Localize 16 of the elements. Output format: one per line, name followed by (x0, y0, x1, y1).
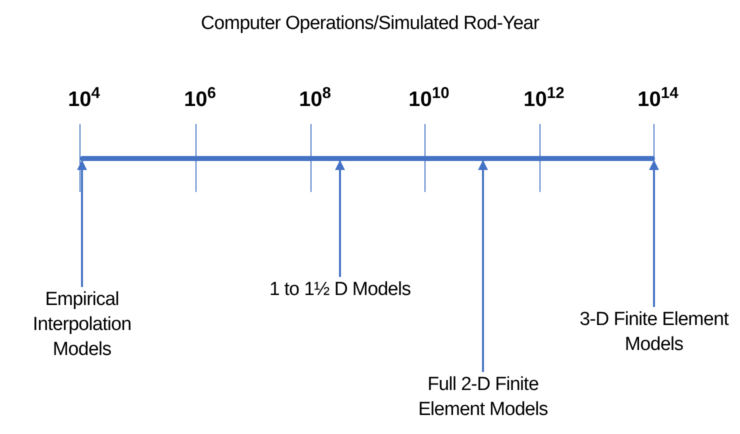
title: Computer Operations/Simulated Rod-Year (200, 12, 540, 36)
axis-tick-label: 10$^{4}$ (68, 84, 100, 113)
axis-tick-label: 10$^{8}$ (298, 84, 332, 113)
arrow (335, 160, 345, 277)
arrow (649, 160, 659, 307)
arrow (77, 160, 87, 287)
axis-tick-label: 10$^{10}$ (408, 84, 450, 113)
axis-tick-label: 10$^{14}$ (638, 84, 678, 113)
model-label: Empirical Interpolation Models (12, 287, 152, 362)
timeline-bar (80, 156, 655, 161)
axis-tick-label: 10$^{6}$ (184, 84, 216, 113)
arrow (478, 160, 488, 372)
model-label: 1 to 1½ D Models (240, 277, 440, 302)
axis-tick-label: 10$^{12}$ (524, 84, 564, 113)
model-label: Full 2-D Finite Element Models (393, 372, 573, 422)
model-label: 3-D Finite Element Models (576, 307, 732, 357)
